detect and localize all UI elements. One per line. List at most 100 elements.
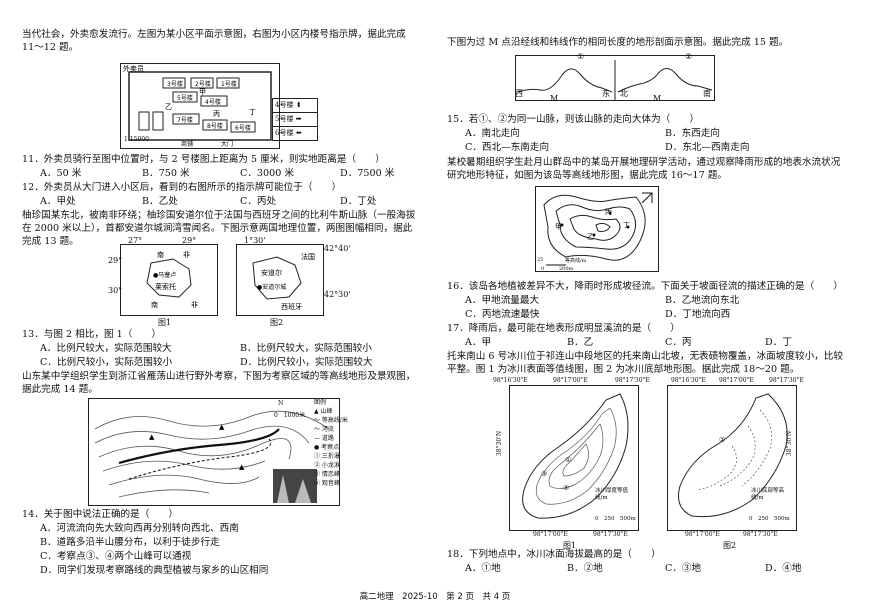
glacier2-legend: 冰川底部等高线/m xyxy=(751,488,785,501)
legend-river: ～ 河流 xyxy=(314,426,334,433)
lesotho-map: 南非 ●马塞卢 莱索托 南非 xyxy=(120,244,218,316)
yandang-contour-map: ▲ ▲ ▲ xyxy=(88,398,340,506)
coord-42-40: 42°40' xyxy=(324,244,351,253)
coord-30: 30° xyxy=(108,286,123,295)
glacier1-coord-bottom-2: 98°17'30"E xyxy=(593,531,628,538)
svg-text:莱索托: 莱索托 xyxy=(155,282,176,291)
island-contour-svg xyxy=(543,192,653,266)
contour-unit: 等高线/m xyxy=(565,258,587,264)
svg-text:非: 非 xyxy=(183,250,190,259)
legend-road: — 道路 xyxy=(314,435,334,442)
svg-text:▲: ▲ xyxy=(149,433,155,441)
q15-opt-a: A．南北走向 xyxy=(465,128,520,139)
glacier-caption-1: 图1 xyxy=(563,541,577,550)
q13-opt-c: C．比例尺较小，实际范围较小 xyxy=(40,357,173,368)
profile-peak-1: ① xyxy=(577,52,585,61)
q16-opt-a: A．甲地流量最大 xyxy=(465,295,540,306)
glacier-thickness-map xyxy=(509,385,639,531)
q14-stem: 14．关于图中说法正确的是（ ） xyxy=(22,509,179,520)
glacier2-point-2: ② xyxy=(719,436,726,444)
glacier1-point-3: ③ xyxy=(541,470,548,478)
q17-opt-b: B．乙 xyxy=(567,337,594,348)
q12-opt-c: C．丙处 xyxy=(240,196,277,207)
sign-4: 4号楼 ⬆ xyxy=(272,98,318,113)
glacier-bed-svg xyxy=(678,393,788,518)
profile-m2: M xyxy=(653,94,662,103)
map-scale: 0 1000米 xyxy=(274,412,306,419)
q17-stem: 17．降雨后，最可能在地表形成明显溪流的是（ ） xyxy=(447,323,680,334)
svg-text:南: 南 xyxy=(157,250,164,259)
svg-text:南: 南 xyxy=(151,300,158,309)
q12-stem: 12．外卖员从大门进入小区后，看到的右图所示的指示牌可能位于（ ） xyxy=(22,182,342,193)
q16-opt-b: B．乙地流向东北 xyxy=(665,295,740,306)
q13-opt-d: D．比例尺较小，实际范围较大 xyxy=(240,357,373,368)
q11-opt-c: C．3000 米 xyxy=(240,168,294,179)
q16-opt-c: C．丙地流速最快 xyxy=(465,309,540,320)
svg-text:5号楼: 5号楼 xyxy=(177,94,193,102)
q18-opt-a: A．①地 xyxy=(465,563,501,574)
svg-text:2号楼: 2号楼 xyxy=(195,80,211,88)
q15-opt-d: D．东北—西南走向 xyxy=(665,142,750,153)
glacier2-coord-top-1: 98°16'30"E xyxy=(671,377,706,384)
profile-east: 东 xyxy=(602,89,610,98)
svg-text:4号楼: 4号楼 xyxy=(205,98,221,106)
glacier1-coord-side: 38°30'N xyxy=(496,430,504,457)
svg-text:▲: ▲ xyxy=(239,463,245,471)
svg-text:丙: 丙 xyxy=(213,110,220,118)
svg-text:法国: 法国 xyxy=(301,252,315,261)
coord-42-30: 42°30' xyxy=(324,290,351,299)
q11-stem: 11．外卖员骑行至图中位置时，与 2 号楼图上距离为 5 厘米，则实地距离是（ … xyxy=(22,154,385,165)
andorra-map-svg: 法国 安道尔 ●安道尔城 西班牙 xyxy=(252,252,315,311)
glacier2-coord-top-3: 98°17'30"E xyxy=(769,377,804,384)
svg-text:西班牙: 西班牙 xyxy=(281,302,302,311)
island-contour-map xyxy=(535,186,659,272)
legend-1: ① 三折瀑 xyxy=(314,453,340,460)
profile-south: 南 xyxy=(703,89,711,98)
glacier1-legend: 冰川厚度等值线/m xyxy=(595,488,629,501)
coord-27: 27° xyxy=(128,236,143,245)
profile-peak-2: ② xyxy=(685,52,693,61)
glacier1-coord-top-3: 98°17'30"E xyxy=(615,377,650,384)
legend-3: ③ 情恋峰 xyxy=(314,471,340,478)
q17-opt-a: A．甲 xyxy=(465,337,492,348)
island-bing: 丙 xyxy=(605,208,612,216)
terrain-profiles-svg xyxy=(517,60,713,100)
profile-north: 北 xyxy=(620,89,628,98)
svg-text:7号楼: 7号楼 xyxy=(177,116,193,124)
island-ding: 丁 xyxy=(623,221,630,229)
svg-text:1号楼: 1号楼 xyxy=(221,80,237,88)
glacier1-coord-bottom-1: 98°17'00"E xyxy=(533,531,568,538)
q15-opt-c: C．西北—东南走向 xyxy=(465,142,550,153)
scale-zero: 0 xyxy=(541,266,545,272)
q11-opt-a: A．50 米 xyxy=(40,168,82,179)
glacier-bed-map xyxy=(667,385,797,531)
q18-opt-c: C．③地 xyxy=(665,563,702,574)
legend-peak: ▲ 山峰 xyxy=(314,408,333,415)
q14-opt-b: B．道路多沿半山腰分布，以利于徒步行走 xyxy=(40,537,220,548)
legend-point: ● 考察点 xyxy=(314,444,340,451)
intro-q13: 柚珍国某东北，被南非环绕；柚珍国安道尔位于法国与西班牙之间的比利牛斯山脉（一般海… xyxy=(22,210,416,247)
intro-q14: 山东某中学组织学生到浙江省雁荡山进行野外考察，下图为考察区域的等高线地形及景观图… xyxy=(22,371,416,395)
legend-2: ② 小龙湫 xyxy=(314,462,340,469)
q14-opt-a: A．河流流向先大致向西再分别转向西北、西南 xyxy=(40,523,239,534)
north-arrow: N xyxy=(278,400,284,407)
scale-200m: 200m xyxy=(559,266,574,272)
sign-5: 5号楼 ➡ xyxy=(272,113,318,127)
caption-fig2: 图2 xyxy=(270,318,284,327)
building-signpost: 4号楼 ⬆ 5号楼 ➡ 6号楼 ⬅ xyxy=(272,98,318,142)
q18-opt-d: D．④地 xyxy=(765,563,802,574)
intro-q15: 下图为过 M 点沿经线和纬线作的相同长度的地形剖面示意图。据此完成 15 题。 xyxy=(447,37,789,48)
svg-text:甲: 甲 xyxy=(199,88,206,96)
contour-25: 25 xyxy=(537,257,544,263)
intro-q11-12: 当代社会，外卖愈发流行。左图为某小区平面示意图，右图为小区内楼号指示牌，据此完成… xyxy=(22,29,406,53)
profile-west: 西 xyxy=(515,89,523,98)
intro-q16-17: 某校暑期组织学生赴月山群岛中的某岛开展地理研学活动，通过观察降雨形成的地表水流状… xyxy=(447,157,841,181)
coord-29s: 29° xyxy=(108,256,123,265)
island-yi: 乙 xyxy=(587,233,594,241)
q11-opt-b: B．750 米 xyxy=(142,168,190,179)
contour-legend: 图例 ▲ 山峰 ～ 等高线/米 ～ 河流 — 道路 ● 考察点 ① 三折瀑 ② … xyxy=(314,398,374,488)
q12-opt-a: A．甲处 xyxy=(40,196,76,207)
q16-stem: 16．该岛各地植被差异不大，降雨时形成坡径流。下面关于坡面径流的描述正确的是（ … xyxy=(447,281,843,292)
glacier1-coord-top-2: 98°17'00"E xyxy=(553,377,588,384)
glacier2-coord-top-2: 98°17'00"E xyxy=(719,377,754,384)
